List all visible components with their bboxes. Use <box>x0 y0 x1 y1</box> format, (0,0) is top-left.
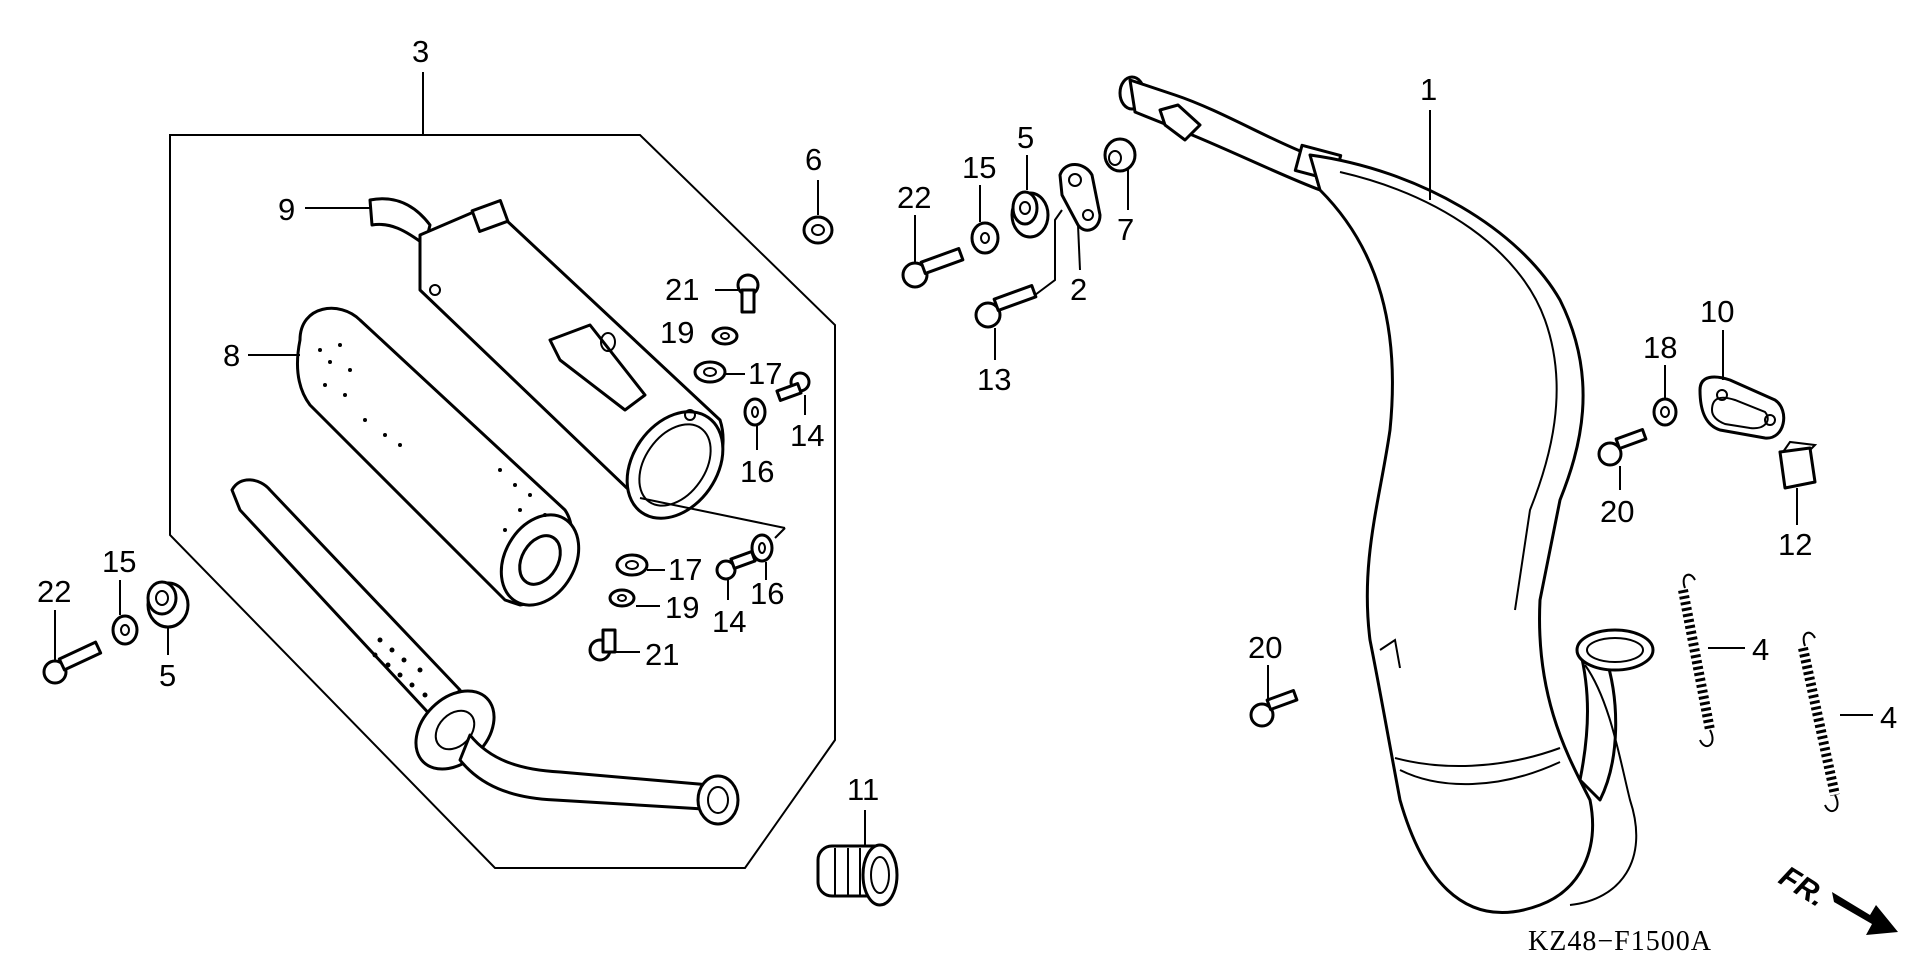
collar-5-mid <box>1010 155 1050 239</box>
spring-4-left <box>1678 573 1745 748</box>
gasket-10 <box>1698 330 1786 440</box>
callout-4-right: 4 <box>1880 700 1897 735</box>
bolt-20-right <box>1597 428 1648 490</box>
silencer-inner-pipe <box>230 478 740 826</box>
callout-19-lower: 19 <box>665 590 699 625</box>
washer-19-upper <box>711 326 739 346</box>
grommet-6 <box>802 180 834 245</box>
callout-8: 8 <box>223 338 240 373</box>
callout-19-upper: 19 <box>660 315 694 350</box>
callout-6: 6 <box>805 142 822 177</box>
callout-22-mid: 22 <box>897 180 931 215</box>
washer-15-mid <box>970 185 1000 255</box>
washer-18 <box>1652 365 1678 427</box>
callout-7: 7 <box>1117 212 1134 247</box>
bracket-2 <box>1058 163 1102 271</box>
leader-diag-lines <box>639 497 786 539</box>
diagram-code: KZ48−F1500A <box>1528 926 1712 957</box>
callout-21-lower: 21 <box>645 637 679 672</box>
callout-22-left: 22 <box>37 574 71 609</box>
callout-1: 1 <box>1420 72 1437 107</box>
bolt-20-lower <box>1249 665 1299 728</box>
callout-labels: 3 9 8 6 21 19 17 14 16 17 19 21 14 16 11… <box>37 34 1897 807</box>
callout-18: 18 <box>1643 330 1677 365</box>
front-direction-indicator: FR. <box>1773 860 1898 935</box>
grommet-17-lower <box>615 553 665 577</box>
callout-17-upper: 17 <box>748 356 782 391</box>
silencer-assembly-outline <box>169 72 836 869</box>
clip-12 <box>1778 440 1818 525</box>
callout-3: 3 <box>412 34 429 69</box>
bolt-21-lower <box>588 628 640 662</box>
callout-15-mid: 15 <box>962 150 996 185</box>
callout-16-upper: 16 <box>740 454 774 489</box>
bolt-22-left <box>42 610 103 685</box>
callout-14-upper: 14 <box>790 418 824 453</box>
collar-7 <box>1103 137 1137 210</box>
callout-5-mid: 5 <box>1017 120 1034 155</box>
callout-4-left: 4 <box>1752 632 1769 667</box>
callout-5-left: 5 <box>159 658 176 693</box>
callout-20-lower: 20 <box>1248 630 1282 665</box>
callout-2: 2 <box>1070 272 1087 307</box>
front-arrow-icon <box>1832 892 1898 935</box>
bolt-22-mid <box>901 215 965 289</box>
callout-17-lower: 17 <box>668 552 702 587</box>
front-direction-label: FR. <box>1773 860 1831 914</box>
callout-10: 10 <box>1700 294 1734 329</box>
bolt-21-upper <box>715 273 760 314</box>
bolt-13 <box>974 209 1063 360</box>
collar-5-left <box>146 580 190 655</box>
silencer-body-part <box>305 197 725 520</box>
grommet-17-upper <box>693 360 745 384</box>
callout-15-left: 15 <box>102 544 136 579</box>
callout-16-lower: 16 <box>750 576 784 611</box>
expansion-chamber-part <box>1118 75 1655 914</box>
washer-16-upper <box>743 397 767 450</box>
washer-19-lower <box>608 588 660 608</box>
silencer-packing-part <box>248 306 581 607</box>
callout-13: 13 <box>977 362 1011 397</box>
spring-4-right <box>1798 631 1873 813</box>
washer-16-lower <box>750 533 774 580</box>
callout-12: 12 <box>1778 527 1812 562</box>
washer-15-left <box>111 580 139 646</box>
callout-9: 9 <box>278 192 295 227</box>
callout-14-lower: 14 <box>712 604 746 639</box>
callout-20-right: 20 <box>1600 494 1634 529</box>
callout-21-upper: 21 <box>665 272 699 307</box>
rubber-joint-11 <box>816 810 899 907</box>
bolt-14-upper <box>775 371 811 415</box>
callout-11: 11 <box>847 772 879 807</box>
